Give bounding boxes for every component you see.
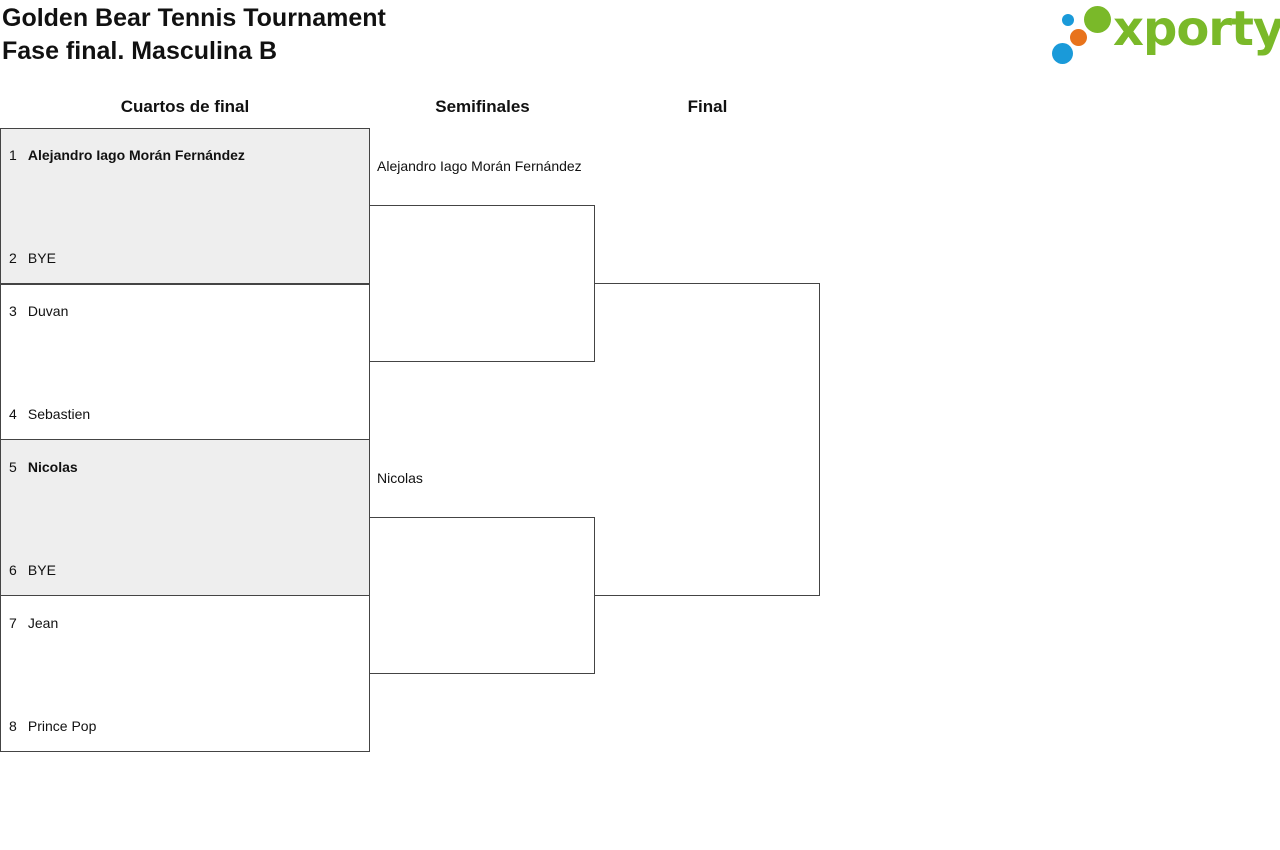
player-seed: 3 bbox=[9, 303, 17, 319]
player-name: Prince Pop bbox=[27, 718, 97, 734]
round-title-semifinals: Semifinales bbox=[435, 97, 530, 116]
logo-wordmark: xporty bbox=[1113, 1, 1280, 57]
player-row[interactable]: 3 Duvan bbox=[9, 302, 68, 320]
player-seed: 5 bbox=[9, 459, 17, 475]
quarterfinal-match-1: 1 Alejandro Iago Morán Fernández 2 BYE bbox=[0, 128, 370, 285]
quarterfinal-match-3: 5 Nicolas 6 BYE bbox=[0, 439, 370, 596]
player-seed: 4 bbox=[9, 406, 17, 422]
player-name: Duvan bbox=[27, 303, 69, 319]
logo-dot-green bbox=[1084, 6, 1111, 33]
xporty-logo[interactable]: xporty bbox=[1050, 1, 1280, 66]
tournament-name: Golden Bear Tennis Tournament bbox=[2, 4, 386, 32]
player-seed: 6 bbox=[9, 562, 17, 578]
player-seed: 7 bbox=[9, 615, 17, 631]
player-seed: 8 bbox=[9, 718, 17, 734]
semifinal-bracket-2 bbox=[370, 517, 595, 674]
player-name: BYE bbox=[27, 562, 56, 578]
player-name: Nicolas bbox=[27, 459, 78, 475]
player-name: BYE bbox=[27, 250, 56, 266]
final-bracket bbox=[595, 283, 820, 596]
player-row[interactable]: 2 BYE bbox=[9, 249, 56, 267]
player-row[interactable]: 7 Jean bbox=[9, 614, 58, 632]
player-name: Alejandro Iago Morán Fernández bbox=[27, 147, 245, 163]
player-row[interactable]: 5 Nicolas bbox=[9, 458, 78, 476]
player-row[interactable]: 1 Alejandro Iago Morán Fernández bbox=[9, 146, 245, 164]
quarterfinal-match-2: 3 Duvan 4 Sebastien bbox=[0, 283, 370, 440]
logo-dot-blue bbox=[1052, 43, 1073, 64]
round-title-final: Final bbox=[687, 97, 728, 116]
player-row[interactable]: 4 Sebastien bbox=[9, 405, 90, 423]
logo-dot-orange bbox=[1070, 29, 1087, 46]
quarterfinal-match-4: 7 Jean 8 Prince Pop bbox=[0, 595, 370, 752]
player-seed: 2 bbox=[9, 250, 17, 266]
player-seed: 1 bbox=[9, 147, 17, 163]
player-row[interactable]: 8 Prince Pop bbox=[9, 717, 96, 735]
round-title-quarterfinals: Cuartos de final bbox=[120, 97, 250, 116]
semifinal-player-1[interactable]: Alejandro Iago Morán Fernández bbox=[377, 158, 582, 174]
page-title: Golden Bear Tennis Tournament Fase final… bbox=[2, 2, 386, 68]
player-name: Sebastien bbox=[27, 406, 91, 422]
phase-name: Fase final. Masculina B bbox=[2, 37, 278, 65]
player-name: Jean bbox=[27, 615, 59, 631]
semifinal-bracket-1 bbox=[370, 205, 595, 362]
player-row[interactable]: 6 BYE bbox=[9, 561, 56, 579]
semifinal-player-2[interactable]: Nicolas bbox=[377, 470, 423, 486]
logo-dot-blue-small bbox=[1062, 14, 1074, 26]
